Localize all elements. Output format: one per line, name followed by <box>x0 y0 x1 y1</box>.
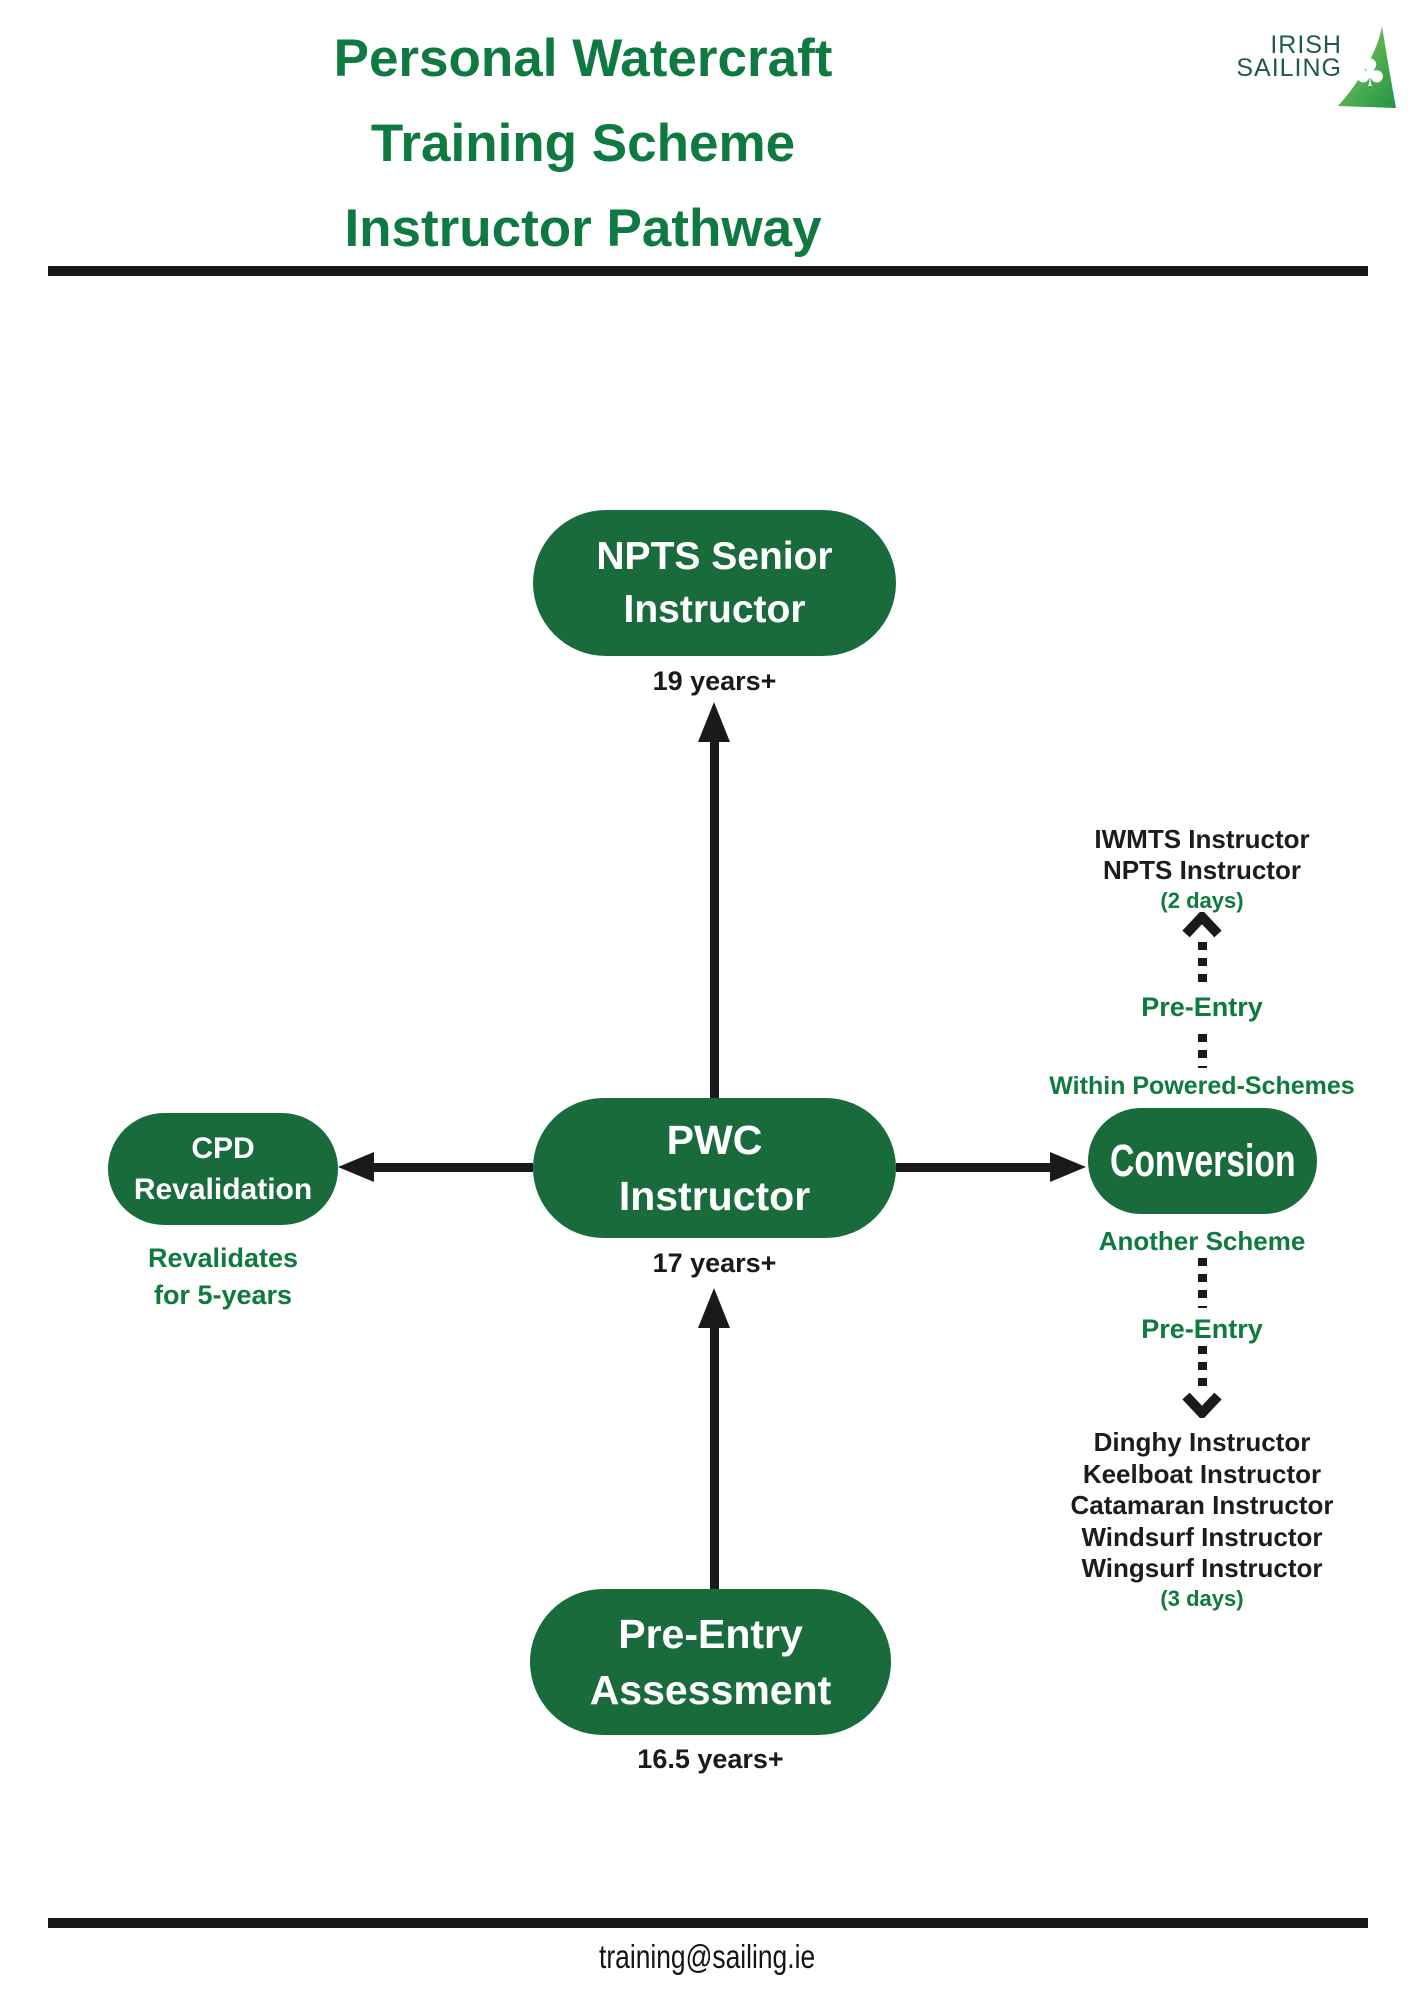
irish-sailing-logo-text: IRISH SAILING <box>1150 31 1342 82</box>
node-label-line: Assessment <box>589 1667 832 1713</box>
arrow-up-to-npts-head <box>698 702 730 742</box>
title-line-1: Personal Watercraft <box>333 29 833 88</box>
arrow-up-to-npts-line <box>710 740 719 1098</box>
conversion-up-duration: (2 days) <box>1160 888 1244 913</box>
arrow-right-to-conversion-head <box>1050 1152 1086 1182</box>
contact-email-text: training@sailing.ie <box>598 1938 816 1975</box>
list-item: Windsurf Instructor <box>1081 1521 1323 1552</box>
logo-word-irish: IRISH <box>1270 31 1342 59</box>
page-title: Personal Watercraft Training Scheme Inst… <box>120 16 1046 271</box>
node-label-line: Pre-Entry <box>618 1611 803 1657</box>
node-label-line: Revalidation <box>133 1173 313 1206</box>
node-npts-senior-instructor: NPTS Senior Instructor <box>533 510 896 656</box>
node-pre-entry-assessment: Pre-Entry Assessment <box>530 1589 891 1735</box>
conversion-up-target-list: IWMTS Instructor NPTS Instructor <box>1022 824 1382 886</box>
node-conversion: Conversion <box>1088 1108 1317 1214</box>
list-item: Wingsurf Instructor <box>1081 1553 1323 1583</box>
dotted-line <box>1198 1346 1207 1390</box>
age-note-pwc: 17 years+ <box>652 1248 777 1278</box>
dotted-arrowhead-up-icon <box>1182 912 1222 938</box>
conversion-down-target-list: Dinghy Instructor Keelboat Instructor Ca… <box>1012 1427 1392 1585</box>
title-line-3: Instructor Pathway <box>344 199 822 258</box>
node-label: Conversion <box>1109 1135 1296 1186</box>
list-item: Keelboat Instructor <box>1082 1458 1322 1489</box>
sail-logo-icon: ♣ <box>1336 24 1398 112</box>
within-powered-schemes-label: Within Powered-Schemes <box>1049 1072 1355 1100</box>
dotted-line <box>1198 1258 1207 1308</box>
title-line-2: Training Scheme <box>370 114 796 173</box>
logo-word-sailing: SAILING <box>1236 54 1342 82</box>
dotted-line <box>1198 942 1207 988</box>
node-label-line: CPD <box>191 1132 255 1165</box>
list-item: Dinghy Instructor <box>1093 1427 1311 1457</box>
dotted-line <box>1198 1034 1207 1068</box>
header-divider-line <box>48 266 1368 276</box>
list-item: IWMTS Instructor <box>1094 824 1310 854</box>
arrow-left-to-cpd-line <box>370 1163 533 1172</box>
another-scheme-label: Another Scheme <box>1098 1226 1306 1256</box>
svg-text:♣: ♣ <box>1353 51 1387 95</box>
arrow-left-to-cpd-head <box>338 1152 374 1182</box>
pre-entry-label-down: Pre-Entry <box>1141 1314 1263 1344</box>
arrow-up-to-pwc-line <box>710 1326 719 1589</box>
contact-email: training@sailing.ie <box>407 1938 1007 1976</box>
cpd-note-line: for 5-years <box>153 1280 293 1310</box>
list-item: NPTS Instructor <box>1103 855 1301 885</box>
age-note-pre-entry: 16.5 years+ <box>637 1744 784 1774</box>
node-label-line: PWC <box>666 1117 763 1163</box>
cpd-note: Revalidates for 5-years <box>68 1240 378 1314</box>
pre-entry-label-up: Pre-Entry <box>1141 992 1263 1022</box>
conversion-down-duration: (3 days) <box>1160 1586 1244 1611</box>
cpd-note-line: Revalidates <box>147 1243 299 1273</box>
footer-divider-line <box>48 1918 1368 1928</box>
dotted-arrowhead-down-icon <box>1182 1392 1222 1418</box>
node-label-line: NPTS Senior <box>596 535 833 578</box>
arrow-up-to-pwc-head <box>698 1288 730 1328</box>
node-pwc-instructor: PWC Instructor <box>533 1098 896 1238</box>
node-label-line: Instructor <box>618 1173 811 1219</box>
list-item: Catamaran Instructor <box>1070 1490 1334 1520</box>
node-label-line: Instructor <box>623 588 806 631</box>
age-note-npts: 19 years+ <box>652 666 777 696</box>
arrow-right-to-conversion-line <box>896 1163 1052 1172</box>
node-cpd-revalidation: CPD Revalidation <box>108 1113 338 1225</box>
